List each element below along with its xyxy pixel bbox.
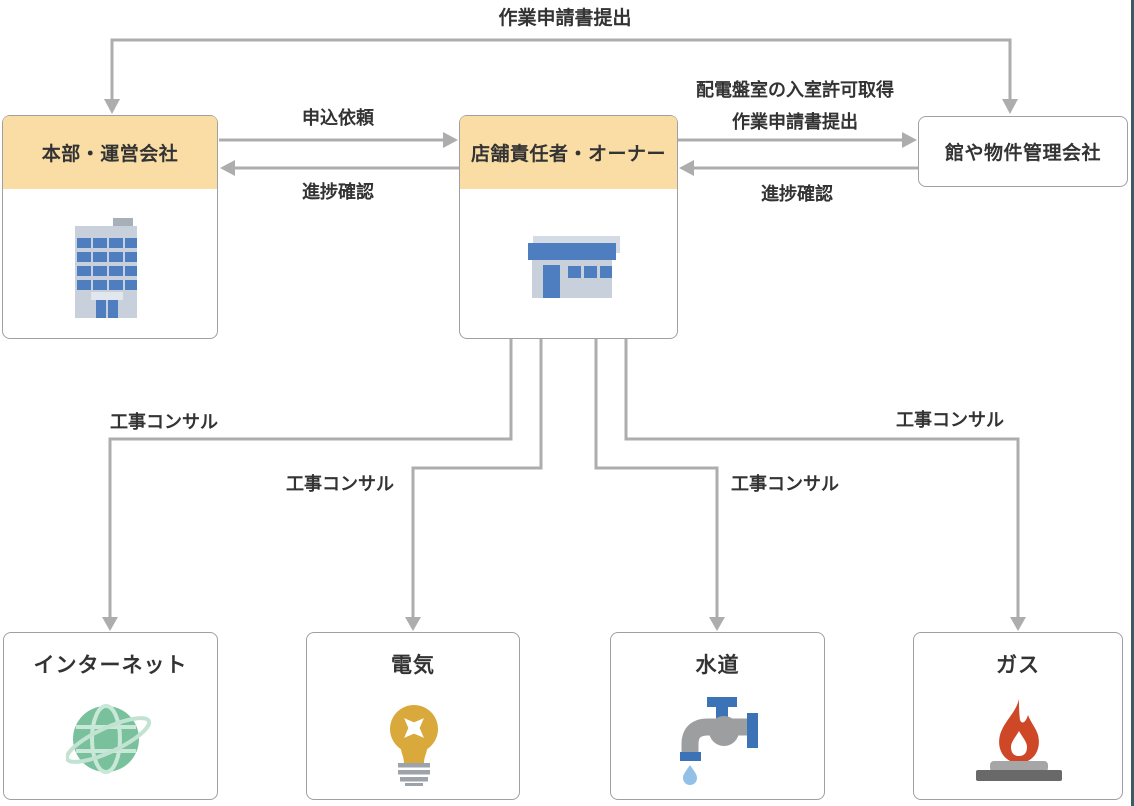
node-headquarters: 本部・運営会社 (2, 115, 218, 339)
edge-label-consult-electricity: 工事コンサル (286, 474, 394, 494)
node-store-owner: 店舗責任者・オーナー (459, 115, 678, 339)
office-building-icon (75, 218, 137, 318)
node-water: 水道 (610, 632, 825, 800)
window-edge-line (1131, 0, 1134, 806)
node-internet: インターネット (3, 632, 218, 800)
connector-consult-electricity (411, 339, 543, 618)
node-property-manager: 館や物件管理会社 (918, 116, 1128, 187)
node-electricity: 電気 (306, 632, 520, 800)
flame-icon (976, 699, 1062, 781)
edge-label-consult-gas: 工事コンサル (896, 410, 1004, 430)
edge-label-entry-permission: 配電盤室の入室許可取得 (696, 80, 894, 100)
light-bulb-icon (390, 705, 438, 786)
edge-label-work-application-top: 作業申請書提出 (498, 8, 632, 29)
storefront-icon (528, 236, 620, 298)
edge-label-progress-check-right: 進捗確認 (761, 184, 833, 204)
faucet-icon (680, 697, 758, 785)
node-gas: ガス (913, 632, 1123, 800)
edge-label-progress-check-left: 進捗確認 (302, 182, 374, 202)
edge-label-consult-internet: 工事コンサル (110, 412, 218, 432)
node-electricity-title: 電気 (391, 654, 435, 677)
node-headquarters-title: 本部・運営会社 (3, 116, 217, 189)
node-internet-title: インターネット (33, 654, 188, 677)
node-store-owner-title: 店舗責任者・オーナー (460, 116, 677, 189)
edge-label-work-application-mid: 作業申請書提出 (732, 112, 858, 132)
node-gas-title: ガス (996, 654, 1040, 677)
node-property-manager-title: 館や物件管理会社 (944, 143, 1101, 164)
edge-label-consult-water: 工事コンサル (731, 474, 839, 494)
globe-icon (66, 704, 152, 774)
connector-consult-water (594, 339, 719, 618)
edge-label-application-request: 申込依頼 (302, 108, 374, 128)
node-water-title: 水道 (695, 654, 740, 677)
